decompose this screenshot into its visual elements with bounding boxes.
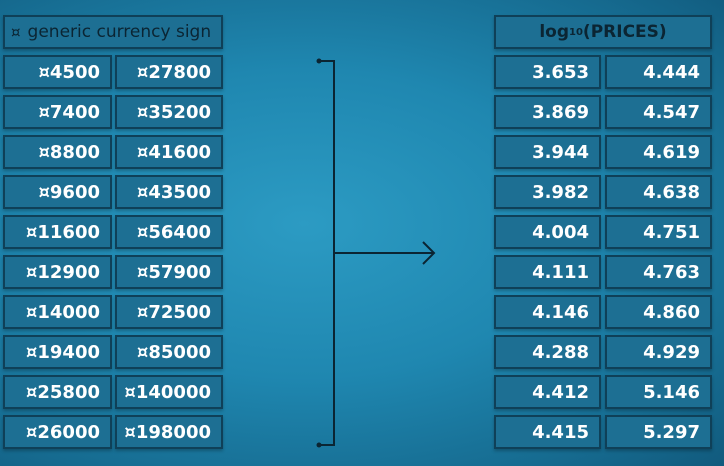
log-price-cell: 5.146	[605, 375, 712, 409]
price-cell: ¤27800	[115, 55, 223, 89]
log-price-cell: 4.638	[605, 175, 712, 209]
log-price-cell: 4.415	[494, 415, 601, 449]
log-prefix: log	[539, 22, 569, 42]
log-price-cell: 3.653	[494, 55, 601, 89]
log-price-cell: 4.763	[605, 255, 712, 289]
log-price-cell: 4.444	[605, 55, 712, 89]
log-price-cell: 4.004	[494, 215, 601, 249]
price-cell: ¤140000	[115, 375, 223, 409]
log-price-cell: 4.929	[605, 335, 712, 369]
log-price-cell: 4.619	[605, 135, 712, 169]
price-cell: ¤41600	[115, 135, 223, 169]
price-cell: ¤11600	[3, 215, 112, 249]
log-header-suffix: (PRICES)	[582, 22, 667, 42]
log-price-cell: 4.751	[605, 215, 712, 249]
price-cell: ¤72500	[115, 295, 223, 329]
price-cell: ¤12900	[3, 255, 112, 289]
log-price-cell: 4.547	[605, 95, 712, 129]
log-price-cell: 3.982	[494, 175, 601, 209]
price-cell: ¤56400	[115, 215, 223, 249]
log-price-cell: 4.111	[494, 255, 601, 289]
price-cell: ¤43500	[115, 175, 223, 209]
price-cell: ¤25800	[3, 375, 112, 409]
price-cell: ¤35200	[115, 95, 223, 129]
price-cell: ¤8800	[3, 135, 112, 169]
price-cell: ¤9600	[3, 175, 112, 209]
price-cell: ¤198000	[115, 415, 223, 449]
currency-sign-icon: ¤	[11, 23, 21, 41]
log-price-cell: 3.869	[494, 95, 601, 129]
price-cell: ¤14000	[3, 295, 112, 329]
log-price-cell: 4.412	[494, 375, 601, 409]
bracket-line	[319, 60, 335, 446]
price-cell: ¤85000	[115, 335, 223, 369]
currency-header: ¤ generic currency sign	[3, 15, 223, 49]
price-cell: ¤57900	[115, 255, 223, 289]
log-price-cell: 4.860	[605, 295, 712, 329]
log-price-cell: 4.288	[494, 335, 601, 369]
price-cell: ¤7400	[3, 95, 112, 129]
log-price-cell: 4.146	[494, 295, 601, 329]
currency-header-label: generic currency sign	[27, 22, 212, 42]
log-base-subscript: 10	[569, 26, 583, 38]
log-price-cell: 3.944	[494, 135, 601, 169]
bracket-bottom-dot	[316, 442, 322, 448]
price-cell: ¤26000	[3, 415, 112, 449]
price-cell: ¤4500	[3, 55, 112, 89]
price-cell: ¤19400	[3, 335, 112, 369]
log-price-cell: 5.297	[605, 415, 712, 449]
arrow-right-icon	[422, 241, 436, 265]
